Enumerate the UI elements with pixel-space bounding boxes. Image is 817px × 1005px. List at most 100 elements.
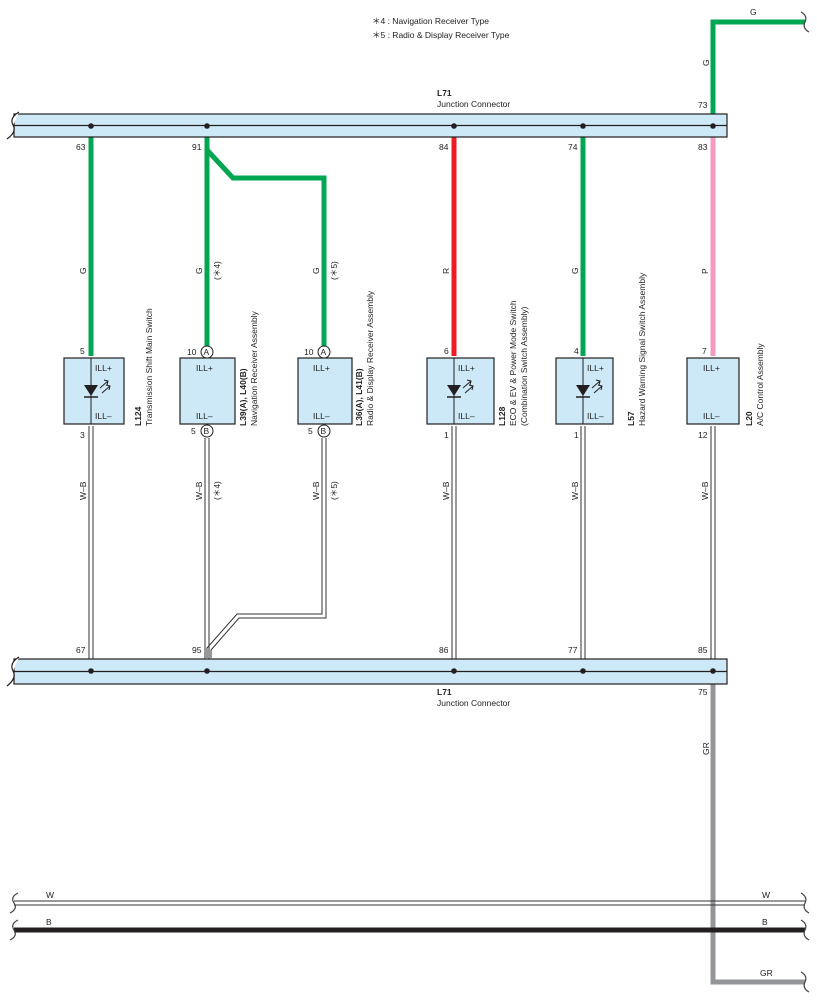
wire-g-top bbox=[710, 19, 805, 125]
l57-id: L57 bbox=[626, 411, 636, 426]
label-c5-up: G bbox=[570, 267, 580, 274]
note-5: ＊5 : Radio & Display Receiver Type bbox=[372, 30, 510, 40]
l36-pin-top: 10 bbox=[304, 347, 314, 357]
l20-pin-bot: 12 bbox=[698, 430, 708, 440]
note-c2-up: (＊4) bbox=[212, 261, 222, 280]
wire-c5-dn bbox=[580, 426, 586, 670]
l39-circ-top: A bbox=[204, 347, 210, 357]
label-c2-up: G bbox=[194, 267, 204, 274]
wire-gr-end bbox=[800, 971, 810, 993]
l124-name: Transmission Shift Main Switch bbox=[144, 308, 154, 426]
bottom-connector-name: Junction Connector bbox=[437, 698, 510, 708]
l57-name: Hazard Warning Signal Switch Assembly bbox=[637, 272, 647, 426]
bottom-pin-c5: 77 bbox=[568, 645, 578, 655]
label-b-left: B bbox=[46, 917, 52, 927]
l128-term-bot: ILL– bbox=[458, 411, 475, 421]
led-icon bbox=[84, 379, 111, 398]
wire-c2-dn bbox=[204, 438, 210, 670]
l39-pin-bot: 5 bbox=[191, 426, 196, 436]
l20-pin-top: 7 bbox=[702, 346, 707, 356]
l36-term-bot: ILL– bbox=[313, 411, 330, 421]
component-l128: 6 1 ILL+ ILL– L128 ECO & EV & Power Mode… bbox=[426, 300, 529, 440]
l20-term-top: ILL+ bbox=[703, 363, 720, 373]
l57-term-top: ILL+ bbox=[587, 363, 604, 373]
bottom-pin-c4: 86 bbox=[439, 645, 449, 655]
junction-connector-top bbox=[6, 111, 728, 140]
top-pin-c1: 63 bbox=[76, 142, 86, 152]
junction-connector-bottom bbox=[6, 656, 728, 687]
component-l124: 5 3 ILL+ ILL– L124 Transmission Shift Ma… bbox=[63, 308, 154, 440]
label-g-vert: G bbox=[701, 59, 711, 66]
l36-name: Radio & Display Receiver Assembly bbox=[365, 290, 375, 426]
l39-name: Navigation Receiver Assembly bbox=[249, 310, 259, 426]
l36-circ-bot: B bbox=[321, 426, 327, 436]
label-b-right: B bbox=[762, 917, 768, 927]
component-l57: 4 1 ILL+ ILL– L57 Hazard Warning Signal … bbox=[555, 272, 647, 440]
label-g-top: G bbox=[750, 7, 757, 17]
l128-id: L128 bbox=[497, 406, 507, 426]
wire-b-end-right bbox=[800, 919, 810, 941]
l57-pin-bot: 1 bbox=[574, 430, 579, 440]
wire-c6-dn bbox=[710, 426, 716, 670]
l57-pin-top: 4 bbox=[574, 346, 579, 356]
l39-id: L39(A), L40(B) bbox=[238, 368, 248, 426]
l36-id: L36(A), L41(B) bbox=[354, 368, 364, 426]
l124-term-top: ILL+ bbox=[95, 363, 112, 373]
label-c1-up: G bbox=[78, 267, 88, 274]
l124-pin-top: 5 bbox=[80, 346, 85, 356]
wire-c3-dn bbox=[206, 438, 327, 658]
label-w-left: W bbox=[46, 890, 54, 900]
led-icon bbox=[447, 379, 474, 398]
l36-term-top: ILL+ bbox=[313, 363, 330, 373]
top-pin-in: 73 bbox=[698, 100, 708, 110]
l57-term-bot: ILL– bbox=[587, 411, 604, 421]
wire-c3-up bbox=[205, 148, 327, 346]
component-l39-l40: A B 10 5 ILL+ ILL– L39(A), L40(B) Naviga… bbox=[179, 310, 259, 438]
led-icon bbox=[576, 379, 603, 398]
wire-gr bbox=[710, 672, 805, 985]
label-w-right: W bbox=[762, 890, 770, 900]
label-gr-vert: GR bbox=[701, 742, 711, 755]
top-pin-c2: 91 bbox=[192, 142, 202, 152]
l36-circ-top: A bbox=[321, 347, 327, 357]
l20-name: A/C Control Assembly bbox=[755, 343, 765, 426]
l36-pin-bot: 5 bbox=[308, 426, 313, 436]
label-c3-up: G bbox=[311, 267, 321, 274]
wire-g-top-end bbox=[800, 11, 810, 33]
label-c5-dn: W–B bbox=[570, 481, 580, 500]
l128-pin-bot: 1 bbox=[444, 430, 449, 440]
label-c1-dn: W–B bbox=[78, 481, 88, 500]
l20-id: L20 bbox=[744, 411, 754, 426]
l39-pin-top: 10 bbox=[187, 347, 197, 357]
l128-term-top: ILL+ bbox=[458, 363, 475, 373]
component-l20: 7 12 ILL+ ILL– L20 A/C Control Assembly bbox=[686, 343, 765, 440]
l39-term-bot: ILL– bbox=[196, 411, 213, 421]
label-c6-dn: W–B bbox=[700, 481, 710, 500]
l124-id: L124 bbox=[133, 406, 143, 426]
bottom-pin-gr: 75 bbox=[698, 687, 708, 697]
label-c4-up: R bbox=[441, 268, 451, 274]
wire-c1-dn bbox=[88, 426, 94, 670]
note-c3-dn: (＊5) bbox=[329, 481, 339, 500]
l20-term-bot: ILL– bbox=[703, 411, 720, 421]
top-connector-name: Junction Connector bbox=[437, 99, 510, 109]
label-c2-dn: W–B bbox=[194, 481, 204, 500]
l39-circ-bot: B bbox=[204, 426, 210, 436]
label-gr-bottom: GR bbox=[760, 968, 773, 978]
label-c6-up: P bbox=[700, 268, 710, 274]
wire-w bbox=[14, 900, 805, 906]
note-4: ＊4 : Navigation Receiver Type bbox=[372, 16, 489, 26]
junction-dots bbox=[88, 123, 716, 674]
l128-pin-top: 6 bbox=[444, 346, 449, 356]
note-c3-up: (＊5) bbox=[329, 261, 339, 280]
label-c3-dn: W–B bbox=[311, 481, 321, 500]
label-c4-dn: W–B bbox=[441, 481, 451, 500]
component-l36-l41: A B 10 5 ILL+ ILL– L36(A), L41(B) Radio … bbox=[297, 290, 375, 438]
l39-term-top: ILL+ bbox=[196, 363, 213, 373]
l128-name: ECO & EV & Power Mode Switch bbox=[508, 300, 518, 426]
note-c2-dn: (＊4) bbox=[212, 481, 222, 500]
bottom-pin-c6: 85 bbox=[698, 645, 708, 655]
wire-b-end-left bbox=[9, 919, 19, 941]
bottom-pin-c1: 67 bbox=[76, 645, 86, 655]
